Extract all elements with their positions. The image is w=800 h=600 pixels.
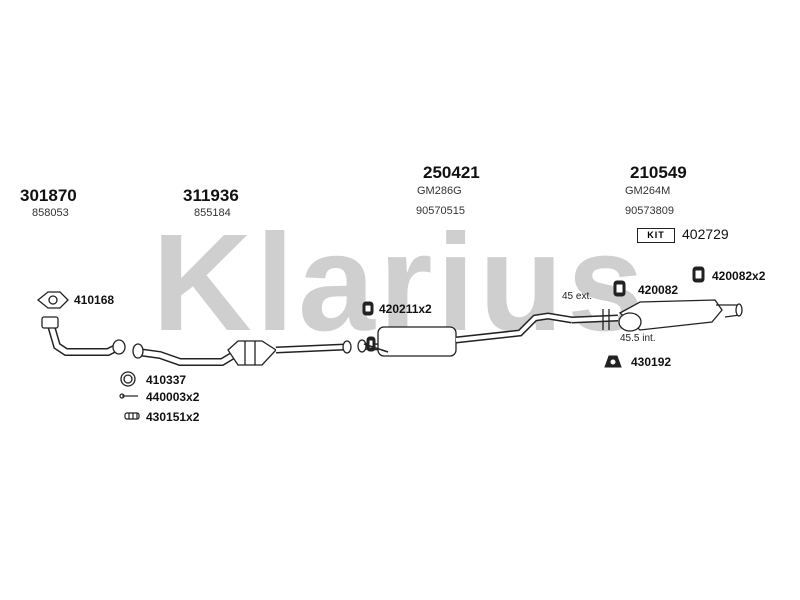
callout-hanger-mid: 420211x2: [379, 302, 432, 316]
part-number-front-pipe: 301870: [20, 186, 77, 205]
sub-number-rear-silencer-2: 90573809: [625, 205, 674, 217]
rubber-hanger-icon: [613, 280, 626, 297]
dimension-int: 45.5 int.: [620, 333, 656, 344]
callout-hanger-rear-1: 420082: [638, 283, 679, 297]
sub-number-center-silencer: GM286G: [417, 185, 462, 197]
sub-number-rear-silencer: GM264M: [625, 185, 671, 197]
clamp-icon: [604, 355, 622, 368]
callout-ring: 410337: [146, 373, 187, 387]
gasket-icon: [36, 291, 69, 309]
sub-number-front-pipe: 858053: [32, 207, 69, 219]
part-number-rear-silencer: 210549: [630, 163, 687, 182]
rear-silencer: [571, 299, 743, 332]
dimension-ext: 45 ext.: [562, 291, 593, 302]
part-number-catalytic: 311936: [183, 186, 239, 205]
part-number-center-silencer: 250421: [423, 163, 480, 182]
bolt-icon: [119, 393, 138, 399]
front-pipe: [41, 316, 126, 356]
callout-clamp: 430192: [631, 355, 672, 369]
spring-icon: [124, 412, 140, 420]
callout-gasket: 410168: [74, 293, 115, 307]
catalytic-converter-pipe: [132, 340, 352, 366]
rubber-hanger-icon: [363, 336, 389, 353]
sub-number-center-silencer-2: 90570515: [416, 205, 465, 217]
callout-spring: 430151x2: [146, 410, 200, 424]
kit-badge: KIT: [637, 228, 675, 243]
rubber-hanger-icon: [362, 301, 374, 316]
kit-number: 402729: [682, 226, 729, 242]
callout-hanger-rear-2: 420082x2: [712, 269, 766, 283]
sub-number-catalytic: 855184: [194, 207, 231, 219]
rubber-hanger-icon: [692, 266, 705, 283]
ring-icon: [120, 371, 136, 387]
callout-bolt: 440003x2: [146, 390, 200, 404]
center-silencer: [357, 312, 573, 357]
